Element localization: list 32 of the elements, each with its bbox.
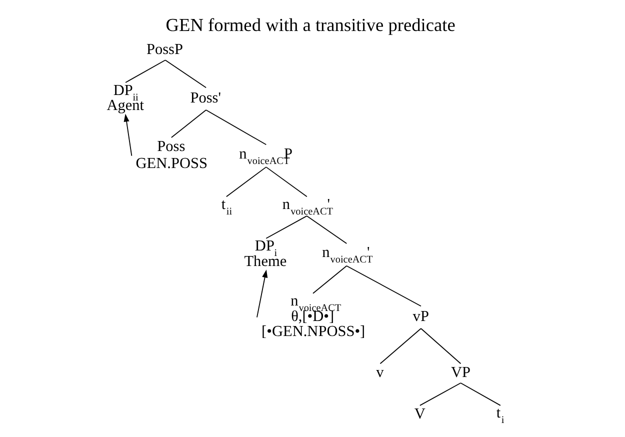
connector [164,60,206,88]
connector [419,382,461,406]
connector [124,60,166,83]
node-text: vP [412,308,428,325]
node-text: DP$_{i}$ Theme [244,238,286,270]
connector [346,265,421,307]
node-text: PossP [146,40,182,58]
node-text: V [414,406,425,423]
connector [265,166,307,198]
node-text: Poss GEN.POSS [135,138,207,172]
node-text: v [376,364,384,381]
arrow [256,270,268,318]
connector [265,216,307,239]
node-text: t$_{ii}$ [220,196,232,218]
node-text: n$_{voiceACT}$ θ,[•D•] [•GEN.NPOSS•] [261,292,365,340]
node-text: t$_{i}$ [496,404,504,426]
node-text: n$_{voiceACT}$' [322,244,372,266]
diagram-title: GEN formed with a transitive predicate [165,14,455,35]
connector [460,382,500,406]
node-text: VP [450,364,470,381]
arrow [123,114,132,156]
connector [170,110,206,138]
node-text: n$_{voiceACT}$' [282,196,332,218]
node-text: n$_{voiceACT}$P [238,145,292,167]
node-text: DP$_{ii}$ Agent [106,82,144,114]
connector [379,328,421,364]
connector [225,166,266,198]
node-text: Poss' [190,89,221,106]
connector [420,328,461,364]
connector [312,265,347,294]
connector [306,216,347,244]
connector [205,110,266,146]
